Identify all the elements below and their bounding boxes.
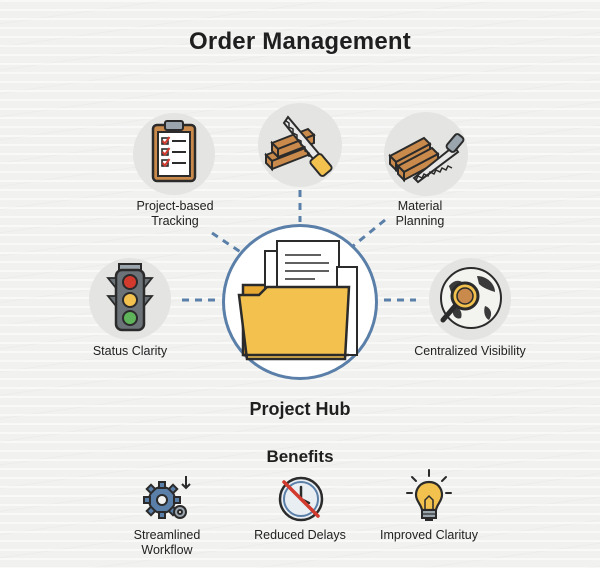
tracking-icon-bg: [133, 113, 215, 195]
benefits-title: Benefits: [266, 447, 334, 466]
tracking-label: Project-based Tracking: [115, 199, 235, 229]
benefit-workflow-label-line2: Workflow: [141, 543, 193, 557]
material-label: Material Planning: [370, 199, 470, 229]
status-label: Status Clarity: [80, 344, 180, 359]
traffic-light-icon: [106, 263, 154, 332]
material-label-line1: Material: [397, 199, 443, 213]
benefit-workflow-icon-wrap: [142, 474, 194, 522]
status-icon-bg: [89, 258, 171, 340]
connector-tracking: [211, 231, 246, 257]
gear-icon: [143, 476, 191, 519]
benefit-clarity-label: Improved Clarituy: [374, 528, 484, 543]
lightbulb-icon: [406, 469, 452, 521]
clipboard-checklist-icon: [151, 120, 197, 183]
benefit-workflow-label: Streamlined Workflow: [112, 528, 222, 558]
benefit-workflow-label-line1: Streamlined: [133, 528, 201, 542]
visibility-label: Centralized Visibility: [404, 344, 536, 359]
connector-material: [352, 218, 386, 248]
material-icon-bg: [384, 112, 468, 196]
globe-magnifier-icon: [440, 267, 502, 329]
benefit-delays-label: Reduced Delays: [248, 528, 352, 543]
folder-icon: [237, 240, 358, 361]
visibility-icon-bg: [429, 258, 511, 340]
status-label-line1: Status Clarity: [92, 344, 168, 358]
crossed-clock-icon: [278, 476, 324, 522]
benefit-delays-label-line1: Reduced Delays: [254, 528, 346, 542]
page-title: Order Management: [189, 28, 411, 55]
hub-circle: [222, 224, 378, 380]
benefit-clarity-icon-wrap: [404, 468, 454, 524]
benefit-clarity-label-line1: Improved Clarituy: [380, 528, 478, 542]
tracking-label-line1: Project-based: [136, 199, 214, 213]
lumber-icon-bg: [258, 103, 342, 187]
lumber-saw-icon: [264, 115, 333, 177]
material-label-line2: Planning: [395, 214, 445, 228]
lumber-saw-icon: [388, 133, 465, 184]
hub-title: Project Hub: [249, 399, 351, 419]
tracking-label-line2: Tracking: [151, 214, 199, 228]
visibility-label-line1: Centralized Visibility: [414, 344, 526, 358]
benefit-delays-icon-wrap: [276, 474, 326, 524]
